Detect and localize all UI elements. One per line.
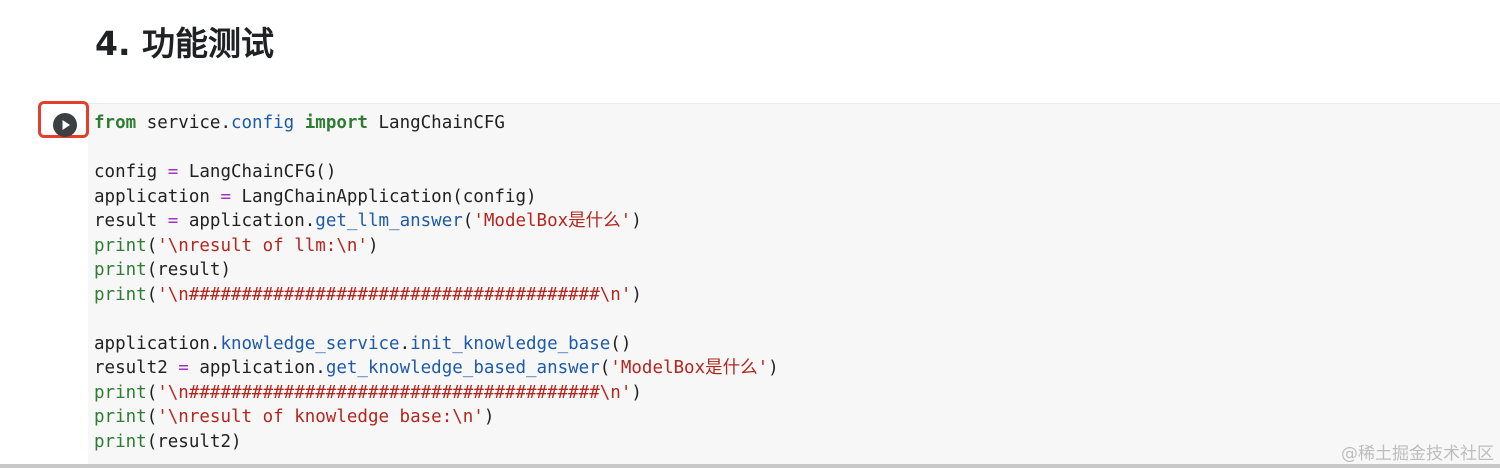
code-token: print — [94, 382, 147, 403]
code-editor[interactable]: from service.config import LangChainCFG … — [94, 111, 779, 454]
code-token: print — [94, 235, 147, 256]
code-token: LangChainCFG() — [178, 162, 337, 182]
code-token: service. — [136, 113, 231, 133]
code-token: config — [230, 113, 295, 133]
code-token: ( — [146, 407, 158, 427]
code-token: init_knowledge_base — [410, 333, 611, 354]
code-token: import — [304, 113, 368, 133]
code-line: result2 = application.get_knowledge_base… — [94, 356, 779, 381]
code-line: print(result2) — [94, 430, 779, 455]
horizontal-scrollbar[interactable] — [0, 464, 1500, 468]
code-token: . — [399, 333, 411, 354]
code-token: (result2) — [146, 431, 242, 452]
code-token: config — [94, 162, 168, 182]
code-token: '\nresult of llm:\n' — [157, 235, 368, 256]
code-token: = — [220, 186, 231, 207]
code-line: application = LangChainApplication(confi… — [94, 185, 779, 210]
code-line: print(result) — [94, 258, 779, 283]
code-token: 'ModelBox是什么' — [473, 211, 632, 231]
code-token: '\n#####################################… — [157, 284, 632, 305]
code-token: application. — [178, 211, 316, 231]
code-token: () — [610, 333, 632, 354]
code-token: = — [167, 211, 179, 231]
code-token: ( — [599, 358, 611, 378]
code-token: print — [94, 284, 147, 305]
code-line: from service.config import LangChainCFG — [94, 111, 779, 136]
code-token: application — [94, 186, 221, 207]
code-token: ( — [146, 382, 158, 403]
code-token: (result) — [146, 260, 231, 280]
code-token: ( — [462, 211, 474, 231]
section-heading: 4. 功能测试 — [95, 24, 274, 63]
code-token: LangChainApplication(config) — [230, 186, 537, 207]
code-token: get_llm_answer — [315, 211, 463, 231]
code-cell[interactable] — [88, 103, 1500, 466]
code-line: print('\n###############################… — [94, 381, 779, 406]
code-token: print — [94, 260, 147, 280]
code-token: ) — [483, 407, 495, 427]
play-circle-icon — [62, 120, 70, 130]
code-token: ) — [631, 211, 642, 231]
code-token: '\n#####################################… — [157, 382, 632, 403]
code-token: 'ModelBox是什么' — [610, 358, 769, 378]
code-line: result = application.get_llm_answer('Mod… — [94, 209, 779, 234]
code-token — [294, 113, 305, 133]
code-token: from — [94, 113, 137, 133]
code-token: ) — [631, 284, 642, 305]
code-token: result — [94, 211, 168, 231]
watermark: @稀土掘金技术社区 — [1341, 444, 1494, 464]
code-line: application.knowledge_service.init_knowl… — [94, 332, 779, 357]
code-line — [94, 136, 779, 161]
code-token: print — [94, 431, 147, 452]
code-token: ) — [768, 358, 779, 378]
code-line: print('\nresult of knowledge base:\n') — [94, 405, 779, 430]
code-token: get_knowledge_based_answer — [325, 358, 600, 378]
run-cell-button[interactable] — [53, 113, 77, 137]
code-token: print — [94, 407, 147, 427]
code-token: LangChainCFG — [367, 113, 505, 133]
code-token: = — [178, 358, 189, 378]
code-token: ( — [146, 284, 158, 305]
code-token: ) — [631, 382, 642, 403]
code-token: ) — [367, 235, 379, 256]
code-line: print('\n###############################… — [94, 283, 779, 308]
code-token: application. — [94, 333, 221, 354]
code-token: '\nresult of knowledge base:\n' — [157, 407, 484, 427]
code-token: knowledge_service — [220, 333, 400, 354]
code-line — [94, 307, 779, 332]
code-token: application. — [188, 358, 326, 378]
code-token: ( — [146, 235, 158, 256]
code-line: config = LangChainCFG() — [94, 160, 779, 185]
code-token: result2 — [94, 358, 179, 378]
code-token: = — [167, 162, 179, 182]
code-line: print('\nresult of llm:\n') — [94, 234, 779, 259]
